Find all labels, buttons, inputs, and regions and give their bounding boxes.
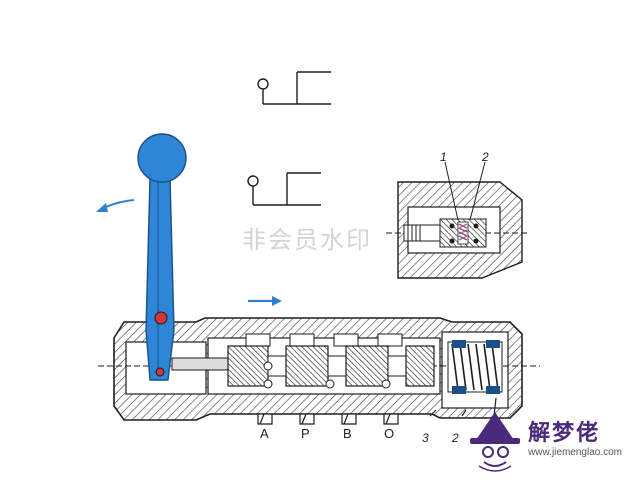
control-lever: [137, 133, 187, 381]
part-label-2: 2: [451, 431, 459, 445]
spring-chamber: [447, 340, 503, 394]
pivot-pin: [154, 311, 168, 325]
detail-label-2: 2: [481, 150, 489, 164]
brand-name: 解梦佬: [528, 421, 601, 446]
part-label-3: 3: [422, 431, 429, 445]
brand-logo: 解梦佬 www.jiemenglao.com: [528, 423, 622, 458]
schematic-symbol-top: [257, 71, 331, 105]
valve-spool: [171, 345, 435, 389]
curved-arrow-left-icon: [96, 199, 135, 212]
watermark-text: 非会员水印: [242, 226, 372, 254]
wizard-hat-icon: [470, 412, 520, 472]
port-label-a: A: [260, 426, 269, 441]
link-pin: [155, 367, 165, 377]
port-label-b: B: [343, 426, 352, 441]
arrow-right-icon: [248, 296, 282, 306]
port-label-o: O: [384, 426, 394, 441]
detail-label-1: 1: [440, 150, 447, 164]
port-stems: [257, 397, 497, 425]
schematic-symbol-bottom: [247, 172, 321, 206]
detector-detail-section: 1 2: [386, 150, 530, 279]
brand-url: www.jiemenglao.com: [528, 447, 622, 458]
port-label-p: P: [301, 426, 310, 441]
